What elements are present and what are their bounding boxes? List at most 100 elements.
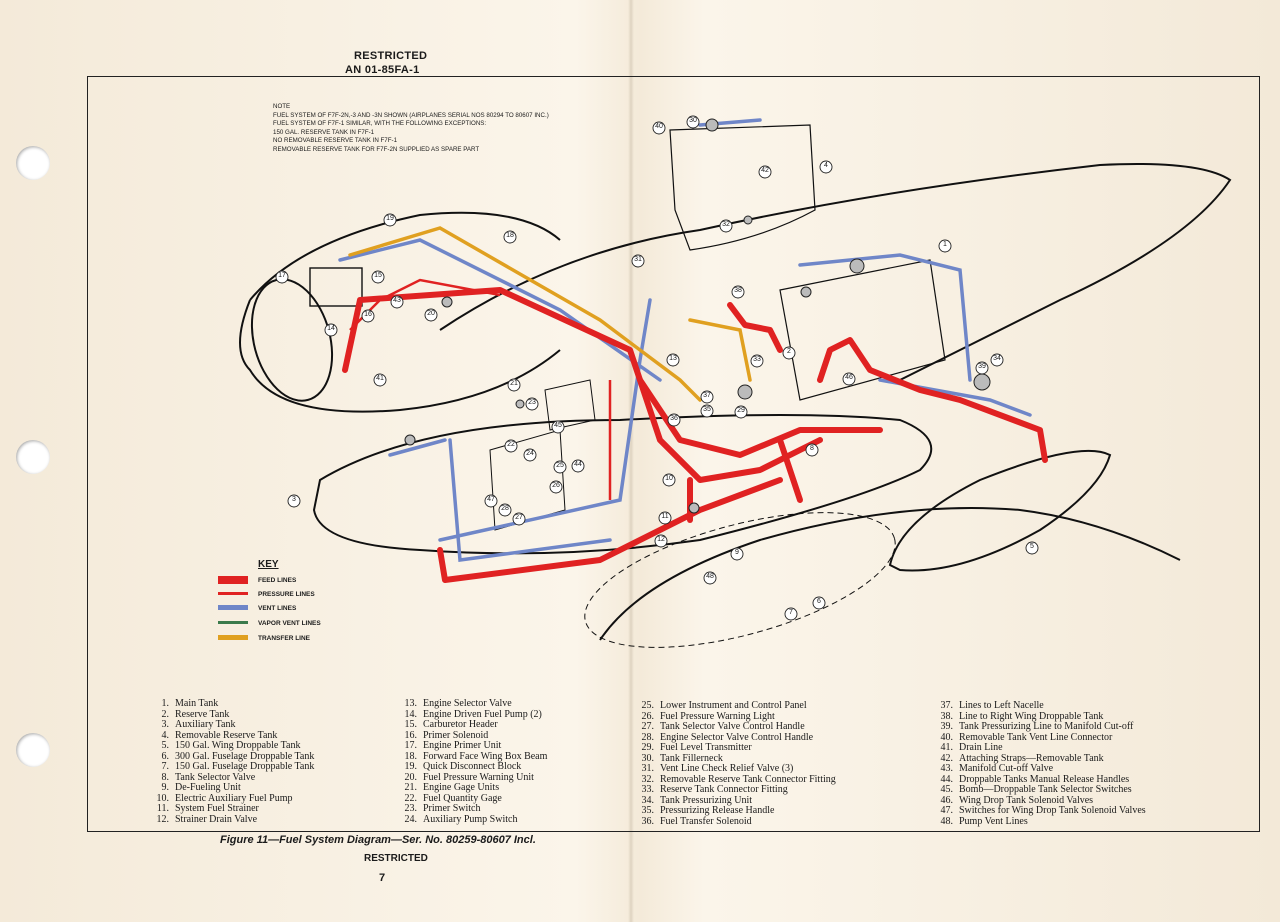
parts-list-item: 22.Fuel Quantity Gage	[404, 792, 502, 804]
callout-label: 35	[703, 406, 711, 413]
parts-list-item: 2.Reserve Tank	[161, 708, 230, 720]
parts-list-item: 3.Auxiliary Tank	[161, 719, 236, 730]
pressure-line	[349, 278, 501, 331]
callout-label: 16	[364, 311, 372, 318]
callout-label: 19	[386, 215, 394, 222]
callout-label: 23	[528, 399, 536, 406]
parts-list-item: 23.Primer Switch	[404, 803, 481, 814]
callout-label: 27	[515, 514, 523, 521]
callout-label: 6	[817, 598, 821, 605]
parts-list-item: 28.Engine Selector Valve Control Handle	[641, 731, 814, 743]
parts-list-item: 15.Carburetor Header	[404, 719, 498, 730]
header-doc-number: AN 01-85FA-1	[345, 64, 420, 76]
parts-list-item: 1.Main Tank	[161, 698, 219, 709]
parts-list-item: 31.Vent Line Check Relief Valve (3)	[641, 763, 794, 774]
binder-hole	[16, 440, 50, 474]
wing-outline	[439, 163, 1232, 381]
callout-label: 38	[734, 287, 742, 294]
callout-label: 15	[374, 272, 382, 279]
parts-list-item: 30.Tank Fillerneck	[641, 752, 723, 764]
parts-list-item: 48.Pump Vent Lines	[940, 815, 1028, 827]
callout-label: 1	[943, 241, 947, 248]
callout-label: 2	[787, 348, 791, 355]
callout-label: 8	[810, 445, 814, 452]
lower-fuselage-outline	[599, 507, 1181, 641]
note-line: FUEL SYSTEM OF F7F-2N,-3 AND -3N SHOWN (…	[273, 111, 549, 119]
parts-list-item: 37.Lines to Left Nacelle	[940, 700, 1044, 711]
parts-list-col-3: 25.Lower Instrument and Control Panel 26…	[630, 700, 836, 827]
binder-hole	[16, 146, 50, 180]
callout-label: 32	[722, 221, 730, 228]
parts-list-item: 36.Fuel Transfer Solenoid	[641, 815, 752, 827]
callout-label: 34	[993, 355, 1001, 362]
parts-list-item: 17.Engine Primer Unit	[404, 740, 502, 751]
parts-list-item: 39.Tank Pressurizing Line to Manifold Cu…	[940, 721, 1134, 732]
parts-list-item: 8.Tank Selector Valve	[161, 771, 256, 783]
parts-list-item: 11.System Fuel Strainer	[156, 803, 259, 814]
callout-label: 31	[634, 256, 642, 263]
parts-list-item: 41.Drain Line	[940, 742, 1003, 753]
parts-list-col-2: 13.Engine Selector Valve 14.Engine Drive…	[393, 698, 548, 825]
key-title: KEY	[258, 559, 279, 570]
note-block: NOTE FUEL SYSTEM OF F7F-2N,-3 AND -3N SH…	[273, 103, 549, 155]
feed-line	[437, 477, 783, 583]
callout-label: 37	[703, 392, 711, 399]
key-item-transfer-line: TRANSFER LINE	[258, 635, 310, 642]
parts-list-col-1: 1.Main Tank 2.Reserve Tank 3.Auxiliary T…	[145, 698, 315, 825]
key-item-vapor-vent-lines: VAPOR VENT LINES	[258, 620, 321, 627]
vent-line	[338, 238, 662, 382]
callout-label: 39	[978, 363, 986, 370]
callout-label: 44	[574, 461, 582, 468]
parts-list-item: 18.Forward Face Wing Box Beam	[404, 750, 548, 762]
callout-label: 17	[278, 272, 286, 279]
callout-label: 22	[507, 441, 515, 448]
callout-label: 25	[556, 462, 564, 469]
parts-list-item: 20.Fuel Pressure Warning Unit	[404, 771, 534, 783]
callout-label: 10	[665, 475, 673, 482]
callout-label: 33	[753, 356, 761, 363]
parts-list-item: 24.Auxiliary Pump Switch	[404, 813, 518, 825]
vent-line	[448, 438, 612, 562]
callout-label: 46	[845, 374, 853, 381]
figure-frame	[87, 76, 1260, 832]
parts-list-col-4: 37.Lines to Left Nacelle 38.Line to Righ…	[929, 700, 1146, 827]
note-line: 150 GAL. RESERVE TANK IN F7F-1	[273, 128, 375, 136]
parts-list-item: 16.Primer Solenoid	[404, 729, 489, 741]
callout-label: 30	[689, 117, 697, 124]
parts-list-item: 45.Bomb—Droppable Tank Selector Switches	[940, 784, 1132, 795]
callout-label: 43	[393, 297, 401, 304]
callout-label: 42	[761, 167, 769, 174]
parts-list-item: 25.Lower Instrument and Control Panel	[641, 700, 807, 711]
parts-list-item: 10.Electric Auxiliary Fuel Pump	[156, 792, 293, 804]
parts-list-item: 13.Engine Selector Valve	[404, 698, 512, 709]
callout-label: 21	[510, 380, 518, 387]
parts-list-item: 34.Tank Pressurizing Unit	[641, 794, 753, 806]
callout-label: 40	[655, 123, 663, 130]
callout-markers	[275, 115, 1039, 621]
parts-list-item: 19.Quick Disconnect Block	[404, 761, 522, 772]
parts-list-item: 7.150 Gal. Fuselage Droppable Tank	[161, 761, 315, 772]
parts-list-item: 43.Manifold Cut-off Valve	[940, 763, 1054, 774]
parts-list-item: 12.Strainer Drain Valve	[156, 813, 258, 825]
parts-list-item: 27.Tank Selector Valve Control Handle	[641, 721, 805, 732]
callout-label: 7	[789, 609, 793, 616]
callout-label: 26	[552, 482, 560, 489]
callout-label: 24	[526, 450, 534, 457]
feed-line	[777, 437, 803, 503]
parts-list-item: 32.Removable Reserve Tank Connector Fitt…	[641, 773, 836, 785]
parts-list-item: 33.Reserve Tank Connector Fitting	[641, 784, 788, 795]
callout-label: 29	[737, 407, 745, 414]
callout-label: 47	[487, 496, 495, 503]
parts-list-item: 21.Engine Gage Units	[404, 782, 500, 793]
feed-line	[817, 337, 1048, 463]
component-dots	[404, 118, 991, 514]
header-classification: RESTRICTED	[354, 50, 428, 62]
parts-list-item: 29.Fuel Level Transmitter	[641, 742, 752, 753]
parts-list-item: 44.Droppable Tanks Manual Release Handle…	[940, 773, 1130, 785]
binder-hole	[16, 733, 50, 767]
transfer-line	[348, 226, 702, 402]
wing-tank-outline	[888, 449, 1112, 572]
callout-label: 41	[376, 375, 384, 382]
drop-tank-outline	[584, 512, 896, 648]
